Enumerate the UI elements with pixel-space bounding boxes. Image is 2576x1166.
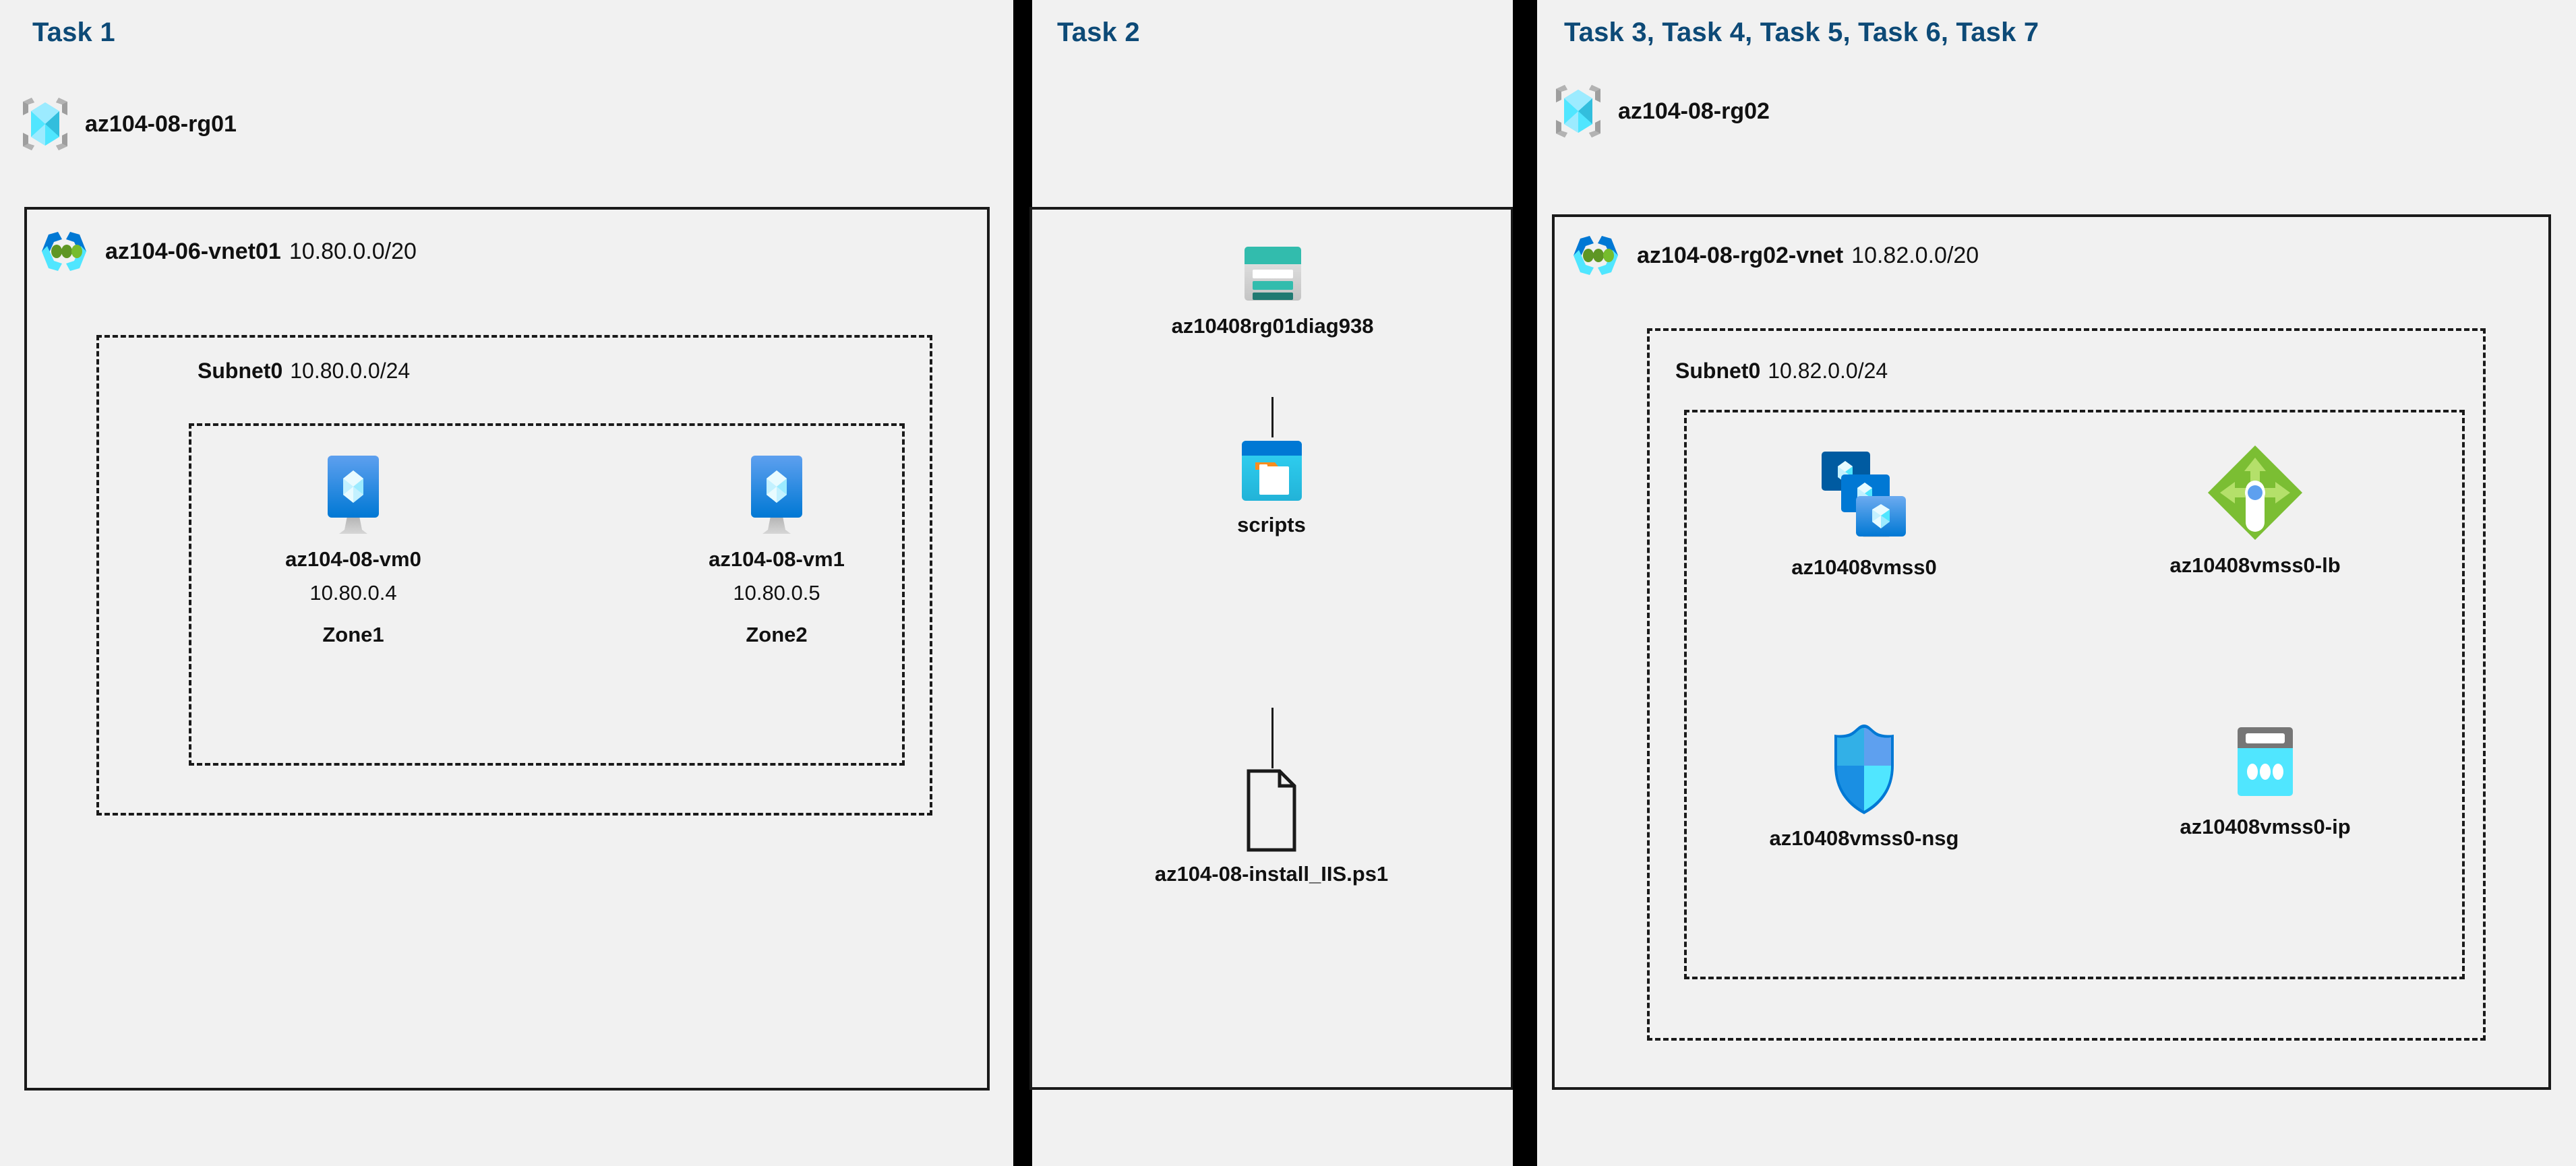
load-balancer-node-az10408vmss0-lb[interactable]: az10408vmss0-lb (2137, 441, 2373, 578)
vm-zone-label: Zone2 (746, 623, 808, 646)
script-file-label: az104-08-install_IIS.ps1 (1154, 862, 1389, 886)
blob-container-label: scripts (1237, 513, 1306, 536)
vm-name-label: az104-08-vm0 (285, 547, 421, 571)
public-ip-label: az10408vmss0-ip (2180, 815, 2351, 838)
network-security-group-icon (1831, 721, 1897, 817)
connector-container-to-script (1271, 708, 1274, 768)
script-file-node[interactable]: az104-08-install_IIS.ps1 (1127, 768, 1416, 886)
nsg-node-az10408vmss0-nsg[interactable]: az10408vmss0-nsg (1743, 721, 1985, 851)
panel-separator-2 (1513, 0, 1537, 1166)
resource-group-label: az104-08-rg01 (85, 111, 237, 137)
virtual-machine-icon (316, 453, 390, 538)
connector-storage-to-container (1271, 397, 1274, 437)
panel-task-2: Task 2 (1029, 0, 1514, 1166)
virtual-network-icon (1569, 229, 1622, 282)
nsg-label: az10408vmss0-nsg (1769, 826, 1959, 850)
vnet-container-box-task37 (1552, 214, 2551, 1090)
vmss-node-az10408vmss0[interactable]: az10408vmss0 (1749, 445, 1979, 580)
vm-zone-label: Zone1 (322, 623, 384, 646)
resource-group-label: az104-08-rg02 (1618, 98, 1770, 124)
vm-scale-set-icon (1814, 445, 1915, 546)
storage-account-icon (1242, 243, 1304, 305)
resource-group-icon (20, 95, 70, 153)
resources-box-task37 (1684, 410, 2465, 979)
storage-account-node[interactable]: az10408rg01diag938 (1159, 243, 1386, 338)
subnet-box-task37 (1647, 328, 2486, 1041)
storage-account-label: az10408rg01diag938 (1171, 314, 1374, 338)
public-ip-node-az10408vmss0-ip[interactable]: az10408vmss0-ip (2161, 725, 2370, 839)
panel-title-task-3-to-7: Task 3, Task 4, Task 5, Task 6, Task 7 (1564, 18, 2039, 47)
vm-ip-label: 10.80.0.4 (309, 581, 397, 605)
panel-task-3-to-7: Task 3, Task 4, Task 5, Task 6, Task 7 (1537, 0, 2576, 1166)
load-balancer-icon (2204, 441, 2306, 544)
script-file-icon (1240, 768, 1302, 853)
blob-container-icon (1239, 438, 1305, 503)
availability-zones-box-task1 (189, 423, 905, 766)
public-ip-address-icon (2232, 725, 2298, 805)
vm-node-az104-08-vm0[interactable]: az104-08-vm0 10.80.0.4 Zone1 (272, 453, 434, 647)
resource-group-header-rg01: az104-08-rg01 (20, 95, 237, 153)
resource-group-icon (1553, 82, 1603, 140)
task2-container-box (1029, 207, 1514, 1090)
virtual-network-icon (38, 225, 90, 278)
panel-separator-1 (1013, 0, 1032, 1166)
resource-group-header-rg02: az104-08-rg02 (1553, 82, 1770, 140)
panel-title-task-1: Task 1 (32, 18, 115, 47)
subnet-box-task1 (96, 335, 932, 816)
panel-title-task-2: Task 2 (1057, 18, 1140, 47)
panel-task-1: Task 1 (0, 0, 1013, 1166)
load-balancer-label: az10408vmss0-lb (2169, 553, 2341, 577)
vm-name-label: az104-08-vm1 (709, 547, 845, 571)
vnet-container-box-task1 (24, 207, 990, 1091)
blob-container-node[interactable]: scripts (1197, 438, 1346, 537)
vm-node-az104-08-vm1[interactable]: az104-08-vm1 10.80.0.5 Zone2 (696, 453, 858, 647)
virtual-machine-icon (740, 453, 814, 538)
vmss-label: az10408vmss0 (1791, 555, 1937, 579)
vm-ip-label: 10.80.0.5 (733, 581, 820, 605)
